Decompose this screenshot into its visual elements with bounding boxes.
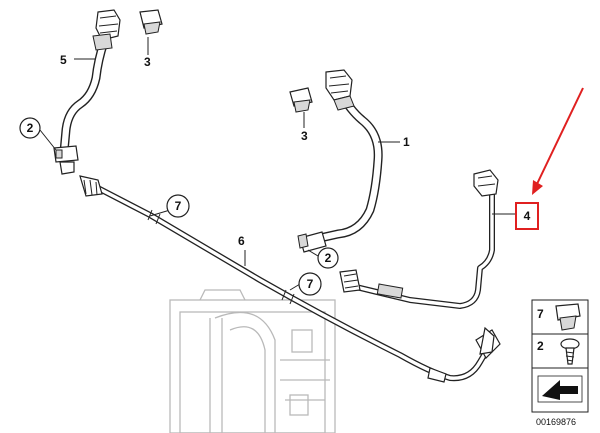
leader-lines	[39, 37, 516, 291]
label-part-3-middle: 3	[301, 129, 308, 143]
small-parts-legend: 7 2	[531, 299, 589, 413]
label-part-2-center: 2	[325, 251, 332, 265]
callout-circle-2-left	[19, 117, 41, 139]
highlight-arrow	[532, 87, 584, 195]
callout-labels: 5 3 3 1 6 2 2 7 7 4	[19, 53, 539, 296]
hose-6	[79, 175, 501, 383]
hose-1	[297, 69, 383, 253]
callout-circle-2-center	[317, 247, 339, 269]
label-part-5: 5	[60, 53, 67, 67]
screw-icon	[560, 338, 580, 365]
cap-3-middle	[289, 87, 313, 113]
label-part-3-top: 3	[144, 55, 151, 69]
legend-label-2: 2	[537, 339, 544, 353]
highlight-box-4	[515, 202, 539, 230]
legend-label-7: 7	[537, 307, 544, 321]
callout-circle-7-left	[166, 194, 190, 218]
label-part-7-center: 7	[307, 277, 314, 291]
cap-3-top	[139, 9, 163, 35]
label-part-1: 1	[403, 135, 410, 149]
image-number: 00169876	[536, 417, 576, 427]
callout-circle-7-center	[298, 272, 322, 296]
label-part-7-left: 7	[175, 199, 182, 213]
hose-5	[53, 9, 121, 175]
hose-4	[339, 169, 499, 309]
label-part-2-left: 2	[27, 121, 34, 135]
label-part-6: 6	[238, 234, 245, 248]
clip-icon	[555, 303, 581, 331]
direction-arrow-icon	[537, 375, 583, 403]
radiator	[169, 289, 336, 433]
label-part-4: 4	[524, 209, 531, 223]
